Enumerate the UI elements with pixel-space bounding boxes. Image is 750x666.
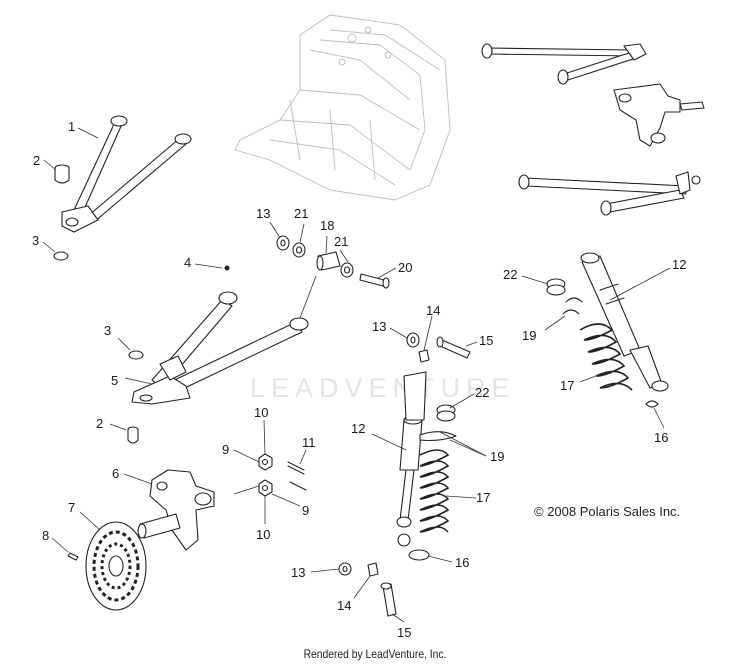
copyright-notice: © 2008 Polaris Sales Inc. [534,504,681,519]
pivot-bolt-20 [359,273,390,289]
nut-10-bottom [258,479,273,497]
lower-a-arm [131,291,309,405]
callout-22: 22 [503,267,517,282]
bushing-13-center [406,332,420,348]
callout-16: 16 [654,430,668,445]
bolt-15-top [436,336,471,359]
spring-seat-16-center [408,549,430,561]
bushing-21-left [292,242,306,258]
callout-5: 5 [111,373,118,388]
callout-4: 4 [184,255,191,270]
watermark-logo: LEADVENTURE [250,373,516,403]
callout-14: 14 [426,303,440,318]
callout-9: 9 [302,503,309,518]
spindle-lower-left [137,469,215,551]
spring-center [419,449,450,533]
spring-retainer-22-right [546,278,566,296]
brake-disc-guard [85,521,147,611]
callout-2: 2 [33,153,40,168]
clip-19-right-b [565,297,583,303]
callout-15: 15 [479,333,493,348]
retaining-ring-upper [53,251,69,261]
callout-14: 14 [337,598,351,613]
pivot-tube-18 [316,251,341,271]
bolt-15-bottom [380,582,397,617]
callout-2: 2 [96,416,103,431]
callout-21: 21 [334,234,348,249]
spacer-14-bottom [367,562,379,577]
clip-19-right-a [562,309,580,315]
callout-10: 10 [254,405,268,420]
callout-10: 10 [256,527,270,542]
callout-1: 1 [68,119,75,134]
cotter-pin-11 [287,461,307,491]
callout-11: 11 [302,435,316,450]
callout-22: 22 [475,385,489,400]
retaining-ring-lower [128,350,144,360]
ball-joint-lower [127,426,139,444]
grease-fitting [224,265,230,271]
shock-absorber-center [396,371,427,547]
callout-19: 19 [522,328,536,343]
spring-seat-16-right [645,400,659,408]
callout-12: 12 [672,257,686,272]
spring-retainer-22-center [436,404,456,422]
spring-right [579,323,633,391]
callouts: 1 2 3 4 13 21 18 21 20 22 12 3 13 14 15 … [32,119,686,640]
shock-absorber-right [580,252,669,392]
spacer-14-top [418,349,430,363]
spindle-upper-right [613,83,705,147]
callout-9: 9 [222,442,229,457]
callout-6: 6 [112,466,119,481]
footer-credit: Rendered by LeadVenture, Inc. [303,647,447,661]
callout-15: 15 [397,625,411,640]
callout-21: 21 [294,206,308,221]
bushing-13-bottom [338,562,352,576]
callout-7: 7 [68,500,75,515]
lower-right-a-arm [518,171,701,216]
callout-3: 3 [104,323,111,338]
bushing-washer-13 [276,235,290,251]
callout-13: 13 [372,319,386,334]
chassis-frame [234,14,451,201]
callout-8: 8 [42,528,49,543]
upper-a-arm [61,115,192,233]
ball-joint-upper [54,164,70,184]
callout-13: 13 [256,206,270,221]
leader-lines [42,127,671,623]
callout-16: 16 [455,555,469,570]
bushing-21-right [340,262,354,278]
callout-12: 12 [351,421,365,436]
callout-19: 19 [490,449,504,464]
callout-3: 3 [32,233,39,248]
callout-20: 20 [398,260,412,275]
upper-right-a-arm [481,43,647,85]
callout-13: 13 [291,565,305,580]
callout-17: 17 [560,378,574,393]
callout-18: 18 [320,218,334,233]
clip-19-center [419,431,457,442]
screw-8 [67,552,79,561]
nut-10-top [258,453,273,471]
callout-17: 17 [476,490,490,505]
